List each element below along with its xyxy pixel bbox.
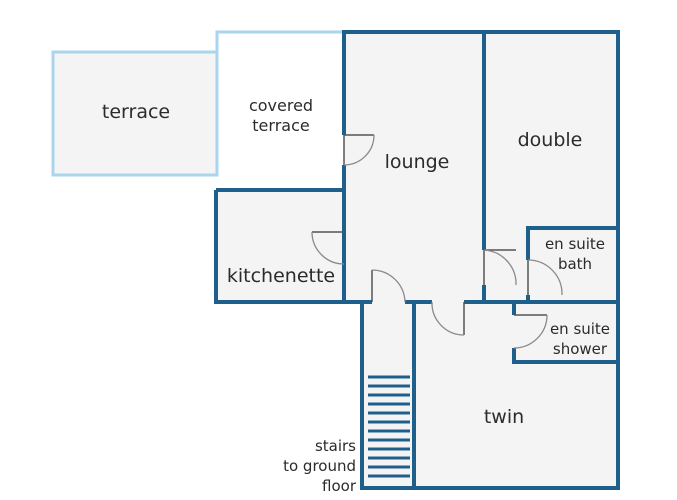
stair-treads [368,375,410,478]
twin-outer-wall [360,302,620,490]
en-suite-shower-wall [512,348,618,364]
label-en-suite-bath-line1: en suite [545,235,605,253]
label-stairs-line1: stairs [315,437,356,455]
covered-terrace-outline [215,30,344,175]
label-covered-terrace-line2: terrace [252,116,309,135]
label-kitchenette: kitchenette [227,265,335,287]
terrace-walls [51,30,344,177]
outer-wall-north-east [342,30,620,362]
room-labels: terrace covered terrace lounge double ki… [102,96,610,495]
double-floor [484,32,618,302]
door-covered-terrace [343,134,375,166]
door-en-suite-shower [513,314,548,349]
label-en-suite-bath-line2: bath [558,255,592,273]
door-twin [431,301,465,336]
label-en-suite-shower-line1: en suite [550,320,610,338]
doors [311,134,563,349]
label-en-suite-shower-line2: shower [553,340,608,358]
door-kitchenette [311,231,345,265]
door-stairs [371,269,406,303]
label-double: double [518,129,583,151]
label-stairs-line2: to ground [283,457,356,475]
label-terrace: terrace [102,101,170,123]
kitchenette-outline [214,190,344,304]
label-lounge: lounge [385,151,450,173]
twin-floor [414,302,618,488]
terrace-floor [53,52,217,175]
label-twin: twin [484,406,524,428]
en-suite-bath-wall [526,226,618,260]
label-stairs-line3: floor [322,477,357,495]
kitchenette-floor [216,190,344,302]
label-covered-terrace-line1: covered [249,96,313,115]
lounge-floor [344,32,484,302]
door-en-suite-bath [527,259,563,296]
main-walls [214,30,620,490]
door-double [483,249,517,286]
